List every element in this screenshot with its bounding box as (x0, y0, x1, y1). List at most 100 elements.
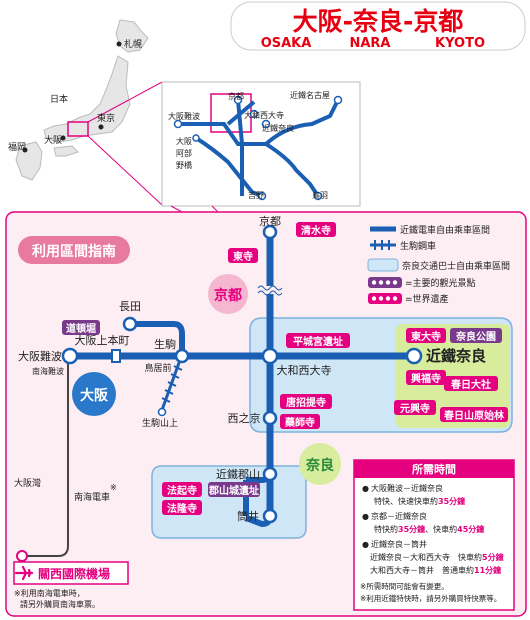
legend-label-major-sight: =主要的觀光景點 (405, 277, 476, 289)
airport-label-box (13, 561, 129, 585)
airport-note-line1: ※利用南海電車時， (14, 588, 85, 598)
label-nankai-railway: 南海電車 (74, 491, 110, 503)
hokkaido-shape (115, 19, 149, 53)
inset-label-abeno-3: 野橋 (176, 160, 192, 170)
badge-koriyama-castle: 郡山城遺址 (208, 484, 259, 497)
inset-label-kintetsu-nagoya: 近鐵名古屋 (290, 90, 330, 100)
badge-horyuji: 法隆寺 (167, 502, 197, 515)
time-3a-a: 近鐵奈良－大和西大寺 快車約 (370, 552, 482, 562)
time-2-c: 、快車約 (425, 524, 457, 534)
time-3b-a: 大和西大寺－筒井 普通車約 (370, 565, 474, 575)
time-section-3-title: 近鐵奈良－筒井 (371, 539, 427, 549)
label-kintetsu-nara: 近鐵奈良 (426, 347, 486, 365)
badge-kiyomizu: 清水寺 (301, 224, 331, 237)
badge-nara-park: 奈良公園 (455, 330, 496, 343)
inset-label-yamato-saidaiji: 大和西大寺 (244, 110, 284, 120)
label-osaka-uehommachi: 大阪上本町 (75, 333, 130, 347)
time-2-b: 35分鐘 (398, 524, 425, 534)
japan-highlight-box (67, 121, 89, 137)
time-3b-b: 11分鐘 (474, 565, 501, 575)
station-yamato-saidaiji (261, 347, 279, 365)
time-1-b: 35分鐘 (438, 496, 465, 506)
region-osaka-label: 大阪 (80, 387, 109, 404)
travel-time-box: 所需時間 ● 大阪難波－近鐵奈良 特快、快速快車約35分鐘 ● 京都－近鐵奈良 … (353, 459, 515, 611)
station-osaka-namba (61, 347, 79, 365)
station-osaka-uehommachi (111, 349, 121, 363)
svg-text:大和西大寺－筒井 普通車約11分鐘: 大和西大寺－筒井 普通車約11分鐘 (370, 565, 501, 575)
badge-gangoji: 元興寺 (400, 402, 430, 415)
time-bullet-1: ● (362, 484, 369, 493)
title-en-kyoto: KYOTO (435, 36, 485, 51)
honshu-shape (43, 55, 131, 143)
time-bullet-2: ● (362, 512, 369, 521)
label-fukuoka: 福岡 (8, 141, 26, 153)
label-tsutsui: 筒井 (237, 509, 259, 523)
label-sapporo: 札幌 (124, 38, 142, 50)
svg-text:特快、快速快車約35分鐘: 特快、快速快車約35分鐘 (374, 496, 465, 506)
label-toriimae: 鳥居前 (144, 362, 171, 374)
panel-title: 利用區間指南 (32, 243, 116, 260)
station-kintetsu-koriyama (262, 466, 278, 482)
region-nara-circle (299, 443, 341, 485)
badge-kasuga-forest: 春日山原始林 (444, 409, 505, 422)
legend-label-kintetsu: 近鐵電車自由乘車區間 (400, 224, 490, 236)
airport-note-line2: 請另外購買南海車票。 (20, 599, 100, 609)
airplane-icon (14, 565, 34, 581)
inset-label-yoshino: 吉野 (248, 191, 264, 200)
label-osaka-namba: 大阪難波 (18, 349, 62, 363)
legend-label-world-heritage: =世界遺產 (405, 293, 449, 305)
region-osaka-circle (72, 372, 116, 416)
time-1-a: 特快、快速快車約 (374, 496, 438, 506)
badge-dotonbori: 道頓堀 (66, 322, 96, 335)
station-nagata (122, 316, 138, 332)
label-kintetsu-koriyama: 近鐵郡山 (216, 467, 260, 481)
label-osaka-bay: 大阪灣 (14, 477, 41, 489)
attraction-badges: 清水寺 東寺 道頓堀 平城宮遺址 東大寺 奈良公園 興福寺 春日大社 唐招提寺 … (62, 222, 508, 515)
label-nishinokyo: 西之京 (228, 411, 261, 425)
badge-todaiji: 東大寺 (411, 330, 441, 343)
title-en-nara: NARA (349, 36, 390, 51)
region-kyoto-label: 京都 (214, 287, 242, 304)
inset-label-abeno-1: 大阪 (176, 136, 192, 146)
station-labels: 京都 大阪難波 南海難波 大阪上本町 長田 生駒 鳥居前 生駒山上 大和西大寺 … (14, 214, 486, 523)
time-3a-b: 5分鐘 (482, 552, 504, 562)
label-nankai-namba: 南海難波 (32, 366, 64, 376)
label-kyoto: 京都 (259, 214, 281, 228)
badge-kofukuji: 興福寺 (411, 372, 441, 385)
badge-heijo: 平城宮遺址 (293, 335, 343, 348)
shikoku-shape (53, 145, 79, 157)
label-yamato-saidaiji: 大和西大寺 (277, 363, 332, 377)
kansai-airport: 關西國際機場 ※利用南海電車時， 請另外購買南海車票。 (13, 550, 129, 609)
title-block: 大阪-奈良-京都 OSAKA NARA KYOTO (230, 1, 526, 51)
region-nara-label: 奈良 (305, 457, 334, 474)
nankai-line (22, 360, 69, 557)
time-section-1-title: 大阪難波－近鐵奈良 (371, 483, 443, 493)
station-nishinokyo (262, 410, 278, 426)
badge-toji: 東寺 (233, 250, 253, 263)
title-cn: 大阪-奈良-京都 (293, 7, 464, 36)
inset-label-osaka-namba: 大阪難波 (168, 111, 200, 121)
travel-time-header: 所需時間 (412, 462, 456, 476)
kintetsu-network-inset: 京都 大阪難波 大和西大寺 近鐵奈良 近鐵名古屋 大阪 阿部 野橋 吉野 鳥羽 (161, 81, 361, 207)
legend: 近鐵電車自由乘車區間 生駒鋼車 奈良交通巴士自由乘車區間 =主要的觀光景點 =世… (367, 224, 510, 305)
inset-label-toba: 鳥羽 (312, 190, 328, 200)
station-tsutsui (262, 508, 278, 524)
station-kintetsu-nara (405, 347, 423, 365)
time-section-2-title: 京都－近鐵奈良 (371, 511, 427, 521)
station-ikoma (174, 348, 190, 364)
label-ikoma-sanjo: 生駒山上 (142, 417, 178, 429)
label-tokyo: 東京 (97, 112, 115, 124)
time-bullet-3: ● (362, 540, 369, 549)
kyushu-shape (15, 141, 43, 181)
label-nagata: 長田 (119, 300, 141, 313)
legend-label-ikoma-cable: 生駒鋼車 (400, 240, 436, 252)
svg-text:特快約35分鐘、快車約45分鐘: 特快約35分鐘、快車約45分鐘 (374, 524, 484, 534)
time-note-2: ※利用近鐵特快時，請另外購買特快票等。 (360, 593, 501, 603)
ikoma-cable-line (157, 359, 183, 417)
badge-hokiji: 法起寺 (167, 484, 197, 497)
time-note-1: ※所需時間可能會有變更。 (360, 581, 449, 591)
legend-label-bus-area: 奈良交通巴士自由乘車區間 (402, 260, 510, 272)
time-2-a: 特快約 (374, 524, 398, 534)
label-nankai-asterisk: ※ (110, 483, 117, 492)
label-japan-sea: 日本 (50, 93, 68, 105)
